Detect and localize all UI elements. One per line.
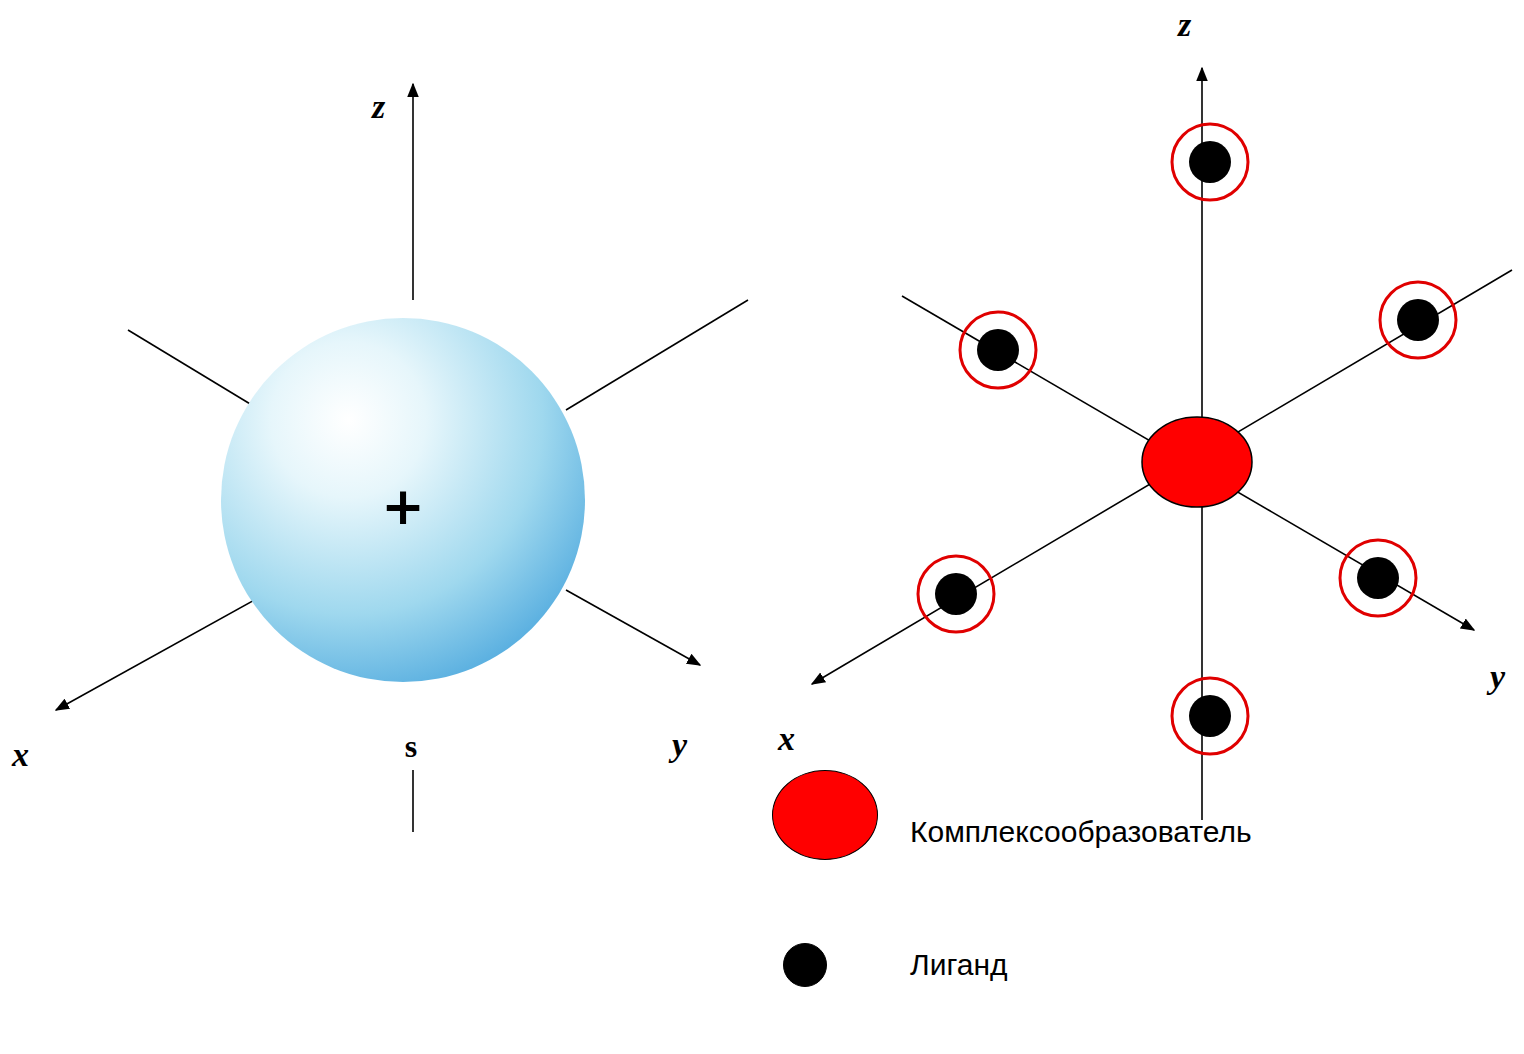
axis-label: x	[778, 722, 795, 756]
axis-label: y	[672, 728, 687, 762]
axis-label: x	[12, 738, 29, 772]
legend-swatch	[783, 943, 827, 987]
axis-label: y	[1490, 660, 1505, 694]
axis-label: z	[1178, 8, 1191, 42]
orbital-name: s	[405, 730, 417, 762]
complexing-agent	[1142, 417, 1252, 507]
legend-text: Лиганд	[910, 950, 1008, 980]
right-axes	[812, 68, 1512, 820]
legend-text: Комплексообразователь	[910, 817, 1252, 847]
sign: +	[381, 480, 425, 532]
s-orbital-sphere: +s	[221, 318, 585, 682]
left-axes	[56, 84, 748, 832]
ligands	[918, 124, 1456, 754]
axis-label: z	[372, 90, 385, 124]
legend-swatch	[772, 770, 878, 860]
